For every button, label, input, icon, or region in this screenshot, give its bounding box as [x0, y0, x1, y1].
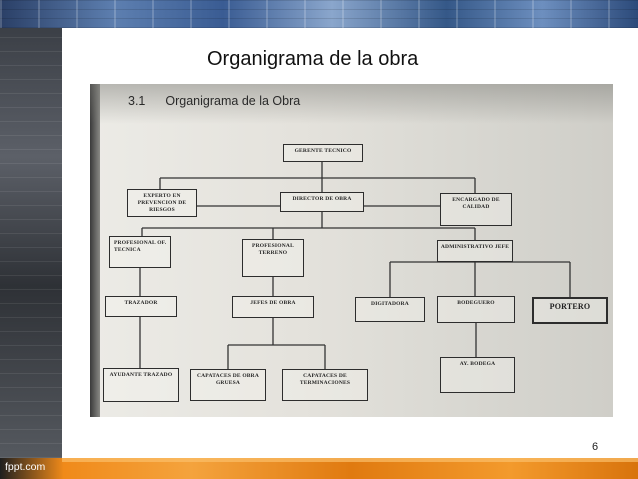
photo-dark-edge: [90, 84, 100, 417]
org-node-encargado-calidad: ENCARGADO DE CALIDAD: [440, 193, 512, 226]
footer-brand-text: fppt.com: [5, 461, 46, 473]
section-title: Organigrama de la Obra: [165, 94, 301, 108]
org-node-ayudante-bodega: AY. BODEGA: [440, 357, 515, 393]
slide-page-number: 6: [592, 441, 599, 453]
org-node-capataces-terminaciones: CAPATACES DE TERMINACIONES: [282, 369, 368, 401]
org-node-director-obra: DIRECTOR DE OBRA: [280, 192, 364, 212]
photo-top-shadow: [90, 84, 613, 124]
footer-highlight-band: [62, 458, 638, 462]
org-node-capataces-obra-gruesa: CAPATACES DE OBRA GRUESA: [190, 369, 266, 401]
org-node-experto-prevencion-riesgos: EXPERTO EN PREVENCION DE RIESGOS: [127, 189, 197, 217]
org-node-profesional-oficina-tecnica: PROFESIONAL OF. TECNICA: [109, 236, 171, 268]
org-chart-photo: [90, 84, 613, 417]
header-sky-banner: [0, 0, 638, 28]
left-band-texture: [0, 28, 62, 458]
org-node-gerente-tecnico: GERENTE TECNICO: [283, 144, 363, 162]
org-node-trazador: TRAZADOR: [105, 296, 177, 317]
left-decorative-band: [0, 28, 62, 458]
org-node-bodeguero: BODEGUERO: [437, 296, 515, 323]
org-node-profesional-terreno: PROFESIONAL TERRENO: [242, 239, 304, 277]
org-node-digitadora: DIGITADORA: [355, 297, 425, 322]
org-node-administrativo-jefe: ADMINISTRATIVO JEFE: [437, 240, 513, 262]
footer-orange-stripe: [0, 458, 638, 479]
org-node-jefes-obra: JEFES DE OBRA: [232, 296, 314, 318]
header-building-texture: [0, 0, 638, 28]
org-node-portero: PORTERO: [532, 297, 608, 324]
slide-title: Organigrama de la obra: [207, 48, 419, 70]
org-node-ayudante-trazado: AYUDANTE TRAZADO: [103, 368, 179, 402]
document-section-heading: 3.1 Organigrama de la Obra: [128, 94, 300, 108]
section-number: 3.1: [128, 94, 146, 108]
